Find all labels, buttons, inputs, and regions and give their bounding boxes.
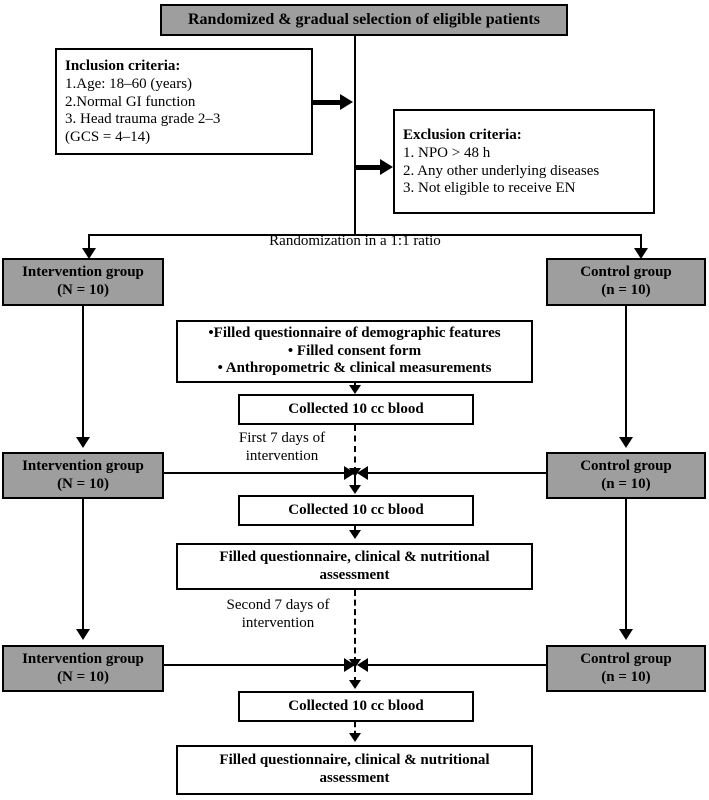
baseline-collection-box: •Filled questionnaire of demographic fea… [176,320,533,383]
blood-collection-box-2: Collected 10 cc blood [238,495,474,526]
inclusion-to-center-line [313,100,341,105]
exclusion-criteria-box: Exclusion criteria: 1. NPO > 48 h 2. Any… [393,109,655,214]
header-box-label: Randomized & gradual selection of eligib… [188,10,540,28]
control-group-label-row1: Control group [580,264,672,281]
randomization-ratio-label: Randomization in a 1:1 ratio [205,232,505,250]
control-group-count-row2: (n = 10) [601,475,651,492]
row3-to-blood3-arrow-icon [349,680,361,689]
intervention-arrow-row3-icon [76,629,90,640]
inclusion-item-2: 2.Normal GI function [65,93,196,110]
intervention-row2-converge-line [164,472,350,474]
control-arrow-row3-icon [619,629,633,640]
baseline-line-1: •Filled questionnaire of demographic fea… [208,324,501,341]
control-row3-converge-arrow-icon [357,658,368,672]
control-spine-row1-to-row2 [625,306,627,439]
first-period-arrow-icon [349,468,361,477]
assessment-line-2-box2: assessment [319,770,390,786]
second-period-line-2: intervention [241,615,315,631]
control-group-label-row3: Control group [580,650,672,667]
intervention-row2-converge-arrow-icon [344,466,355,480]
assessment-box-2: Filled questionnaire, clinical & nutriti… [176,745,533,795]
blood-collection-label-2: Collected 10 cc blood [288,501,424,518]
intervention-group-box-row2: Intervention group (N = 10) [2,452,164,499]
assessment-line-1-box1: Filled questionnaire, clinical & nutriti… [219,548,490,565]
blood3-to-assessment2-arrow-icon [349,733,361,742]
intervention-arrow-row2-icon [76,437,90,448]
assessment-line-2-box1: assessment [319,566,390,583]
blood2-to-assessment1-line [354,526,356,532]
control-spine-row2-to-row3 [625,499,627,630]
intervention-row3-converge-line [164,664,350,666]
randomization-left-arrow-icon [82,248,96,259]
blood3-to-assessment2-dashed-line [354,722,356,736]
intervention-group-count-row3: (N = 10) [57,668,109,685]
blood-collection-label-1: Collected 10 cc blood [288,400,424,417]
inclusion-item-1: 1.Age: 18–60 (years) [65,75,193,92]
intervention-row3-converge-arrow-icon [344,658,355,672]
control-row3-converge-line [362,664,546,666]
second-period-label: Second 7 days of intervention [212,596,344,632]
randomization-right-drop [640,234,642,250]
intervention-group-count-row1: (N = 10) [57,282,109,298]
intervention-group-box-row1: Intervention group (N = 10) [2,258,164,306]
second-period-line-1: Second 7 days of [226,597,330,613]
exclusion-arrow-head-icon [380,159,393,175]
control-row2-converge-line [362,472,546,474]
intervention-group-count-row2: (N = 10) [57,475,109,492]
control-group-count-row1: (n = 10) [601,282,651,298]
center-to-exclusion-line [356,165,382,170]
inclusion-arrow-head-icon [340,94,353,110]
intervention-spine-row2-to-row3 [82,499,84,630]
control-row2-converge-arrow-icon [357,466,368,480]
assessment-line-1-box2: Filled questionnaire, clinical & nutriti… [219,752,490,769]
randomization-ratio-text: Randomization in a 1:1 ratio [269,233,441,249]
baseline-to-blood1-arrow-icon [349,385,361,394]
inclusion-item-3: 3. Head trauma grade 2–3 [65,111,221,128]
second-period-dashed-line [354,590,356,663]
blood-collection-box-3: Collected 10 cc blood [238,691,474,722]
intervention-group-box-row3: Intervention group (N = 10) [2,645,164,692]
intervention-group-label-row2: Intervention group [22,457,144,474]
control-group-box-row1: Control group (n = 10) [546,258,706,306]
row3-to-blood3-dashed-line [354,666,356,683]
exclusion-heading: Exclusion criteria: [403,127,522,144]
blood-collection-box-1: Collected 10 cc blood [238,394,474,425]
blood2-to-assessment1-arrow-icon [349,530,361,539]
row2-to-blood2-line [354,474,356,488]
intervention-group-label-row3: Intervention group [22,650,144,667]
baseline-line-3: • Anthropometric & clinical measurements [217,360,492,377]
exclusion-item-3: 3. Not eligible to receive EN [403,180,576,197]
first-period-line-2: intervention [245,448,319,464]
exclusion-item-2: 2. Any other underlying diseases [403,162,600,179]
exclusion-item-1: 1. NPO > 48 h [403,144,491,161]
first-period-dashed-line [354,425,356,473]
blood-collection-label-3: Collected 10 cc blood [288,697,424,714]
first-period-label: First 7 days of intervention [222,429,342,465]
randomization-split-bar [88,234,642,236]
control-arrow-row2-icon [619,437,633,448]
row2-to-blood2-arrow-icon [349,485,361,494]
intervention-group-label-row1: Intervention group [22,264,144,281]
inclusion-heading: Inclusion criteria: [65,58,181,75]
control-group-box-row2: Control group (n = 10) [546,452,706,499]
assessment-box-1: Filled questionnaire, clinical & nutriti… [176,543,533,590]
inclusion-item-4: (GCS = 4–14) [65,129,151,146]
control-group-box-row3: Control group (n = 10) [546,645,706,692]
control-group-label-row2: Control group [580,457,672,474]
header-box-randomized-selection: Randomized & gradual selection of eligib… [160,4,568,36]
second-period-arrow-icon [349,659,361,668]
header-stem-line [354,36,356,236]
inclusion-criteria-box: Inclusion criteria: 1.Age: 18–60 (years)… [55,48,313,155]
randomization-right-arrow-icon [634,248,648,259]
control-group-count-row3: (n = 10) [601,668,651,685]
intervention-spine-row1-to-row2 [82,306,84,439]
randomization-left-drop [88,234,90,250]
baseline-line-2: • Filled consent form [287,342,422,359]
first-period-line-1: First 7 days of [238,430,326,446]
